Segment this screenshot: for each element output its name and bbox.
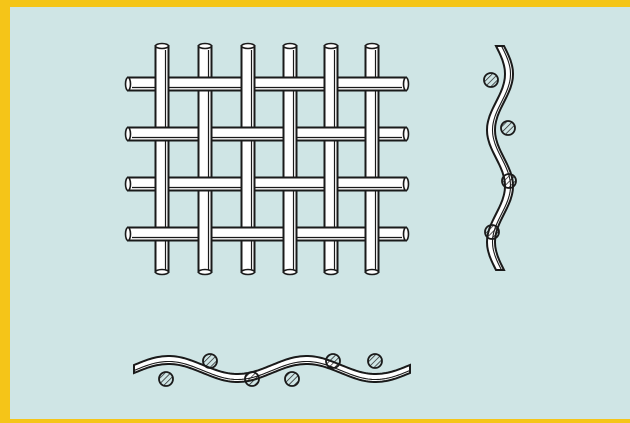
wire-end	[126, 128, 131, 141]
wire-end	[126, 78, 131, 91]
weave-crossing	[325, 75, 338, 94]
wire-end	[126, 228, 131, 241]
wire-end	[366, 270, 379, 275]
cross-wire-section	[485, 225, 499, 239]
wire-end	[284, 44, 297, 49]
wire-end	[325, 44, 338, 49]
wire-end	[199, 270, 212, 275]
cross-wire-section	[203, 354, 217, 368]
mesh-side-view	[484, 46, 516, 270]
weave-crossing	[284, 225, 297, 244]
wire-end	[199, 44, 212, 49]
cross-wire-section	[245, 372, 259, 386]
weave-crossing	[242, 175, 255, 194]
wire-end	[156, 270, 169, 275]
wire-end	[325, 270, 338, 275]
cross-wire-section	[502, 174, 516, 188]
weave-crossing	[284, 125, 297, 144]
cross-wire-section	[326, 354, 340, 368]
wire-end	[404, 178, 409, 191]
wire-end	[156, 44, 169, 49]
wire-end	[284, 270, 297, 275]
wire-end	[404, 78, 409, 91]
weave-crossing	[242, 75, 255, 94]
weave-crossing	[366, 225, 379, 244]
weave-crossing	[325, 175, 338, 194]
cross-wire-section	[368, 354, 382, 368]
cross-wire-section	[501, 121, 515, 135]
mesh-front-view	[126, 44, 409, 275]
weave-crossing	[156, 75, 169, 94]
wire-end	[404, 228, 409, 241]
cross-wire-section	[159, 372, 173, 386]
wire-end	[366, 44, 379, 49]
cross-wire-section	[285, 372, 299, 386]
wire-end	[242, 44, 255, 49]
weave-crossing	[199, 125, 212, 144]
horizontal-wire	[128, 228, 406, 241]
horizontal-wire	[128, 178, 406, 191]
weave-crossing	[366, 125, 379, 144]
cross-wire-section	[484, 73, 498, 87]
wire-end	[404, 128, 409, 141]
weave-crossing	[199, 225, 212, 244]
weave-crossing	[156, 175, 169, 194]
mesh-bottom-section	[134, 354, 410, 386]
horizontal-wire	[128, 128, 406, 141]
horizontal-wire	[128, 78, 406, 91]
wire-end	[242, 270, 255, 275]
wire-end	[126, 178, 131, 191]
